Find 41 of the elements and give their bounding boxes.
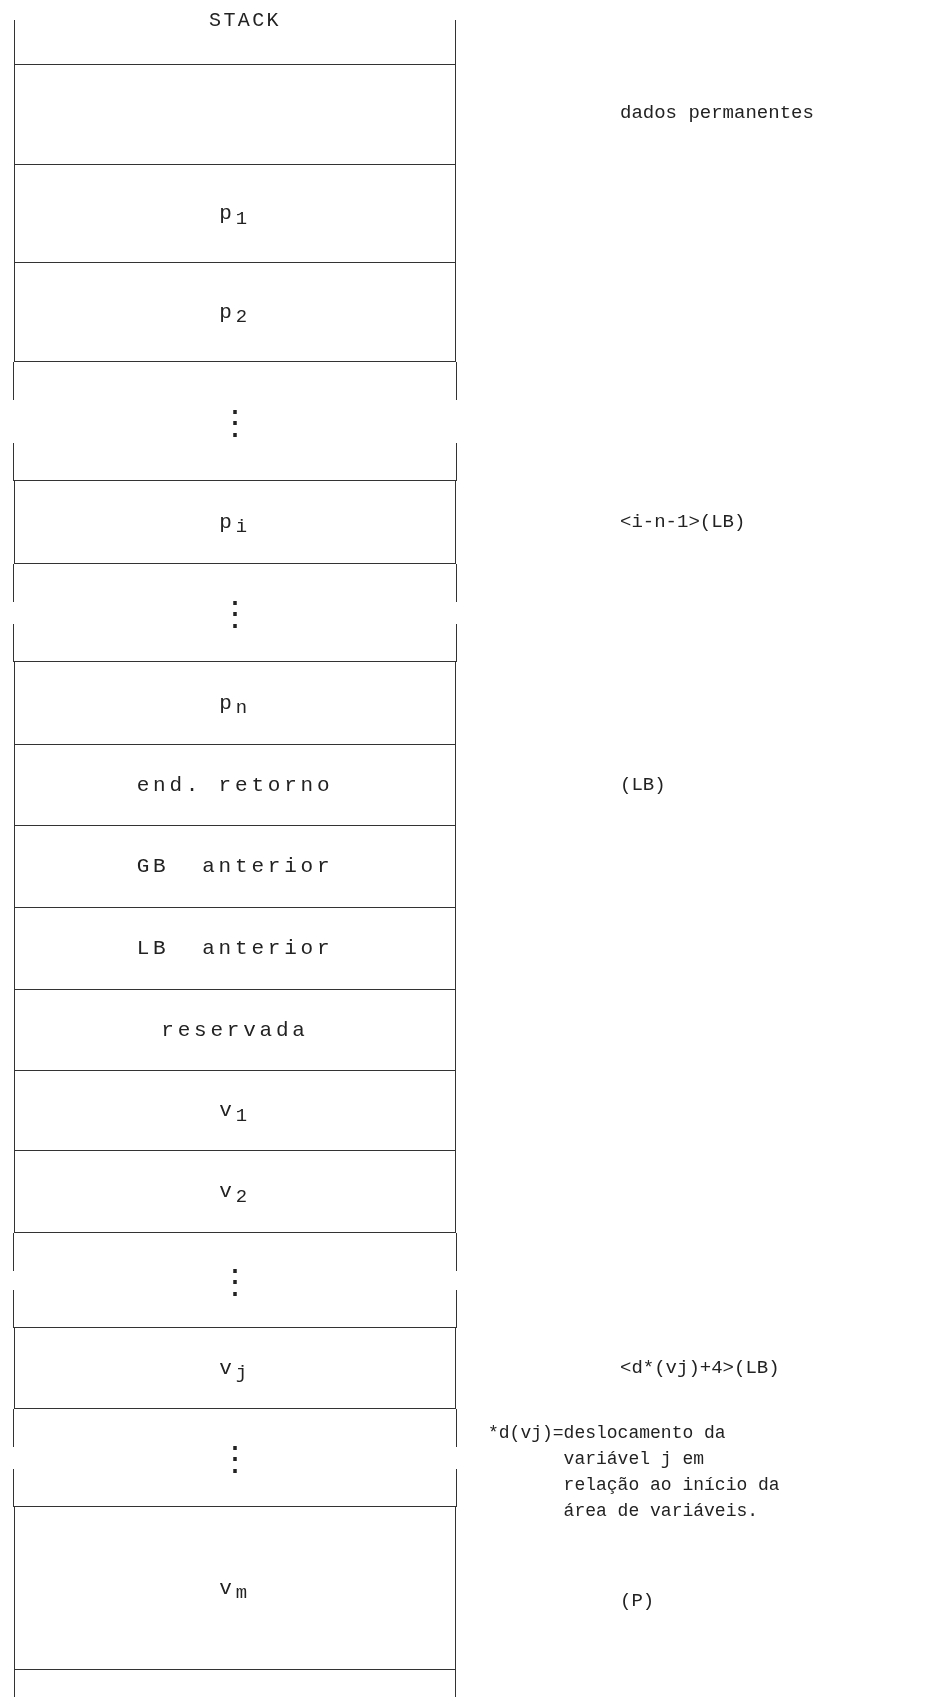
ellipsis-cell: [14, 563, 456, 662]
ellipsis-cell: [14, 361, 456, 481]
annotation-text: (P): [620, 1590, 655, 1614]
cell-label: LB anterior: [136, 936, 334, 963]
cell-label: end. retorno: [136, 772, 334, 799]
vertical-ellipsis: ⋮: [218, 1263, 252, 1298]
cell-label: GB anterior: [136, 854, 334, 881]
stack-cell: [14, 1669, 456, 1697]
vertical-ellipsis: ⋮: [218, 404, 252, 439]
stack-cell: [14, 744, 456, 826]
cell-label: v$_{m}$: [219, 1575, 251, 1605]
stack-cell: [14, 825, 456, 908]
stack-cell: [14, 1506, 456, 1670]
stack-cell: [14, 1327, 456, 1409]
cell-label: p$_{2}$: [219, 299, 251, 329]
stack-title: STACK: [208, 8, 282, 34]
stack-cell: [14, 989, 456, 1071]
footnote: *d(vj)=deslocamento da variável j em relação ao início da área de variáveis.: [488, 1422, 780, 1524]
annotation-text: (LB): [620, 774, 666, 798]
cell-label: v$_{1}$: [219, 1098, 251, 1127]
stack-cell: [14, 262, 456, 362]
annotation-text: <d*(vj)+4>(LB): [620, 1357, 780, 1381]
ellipsis-cell: [14, 1232, 456, 1328]
stack-cell: [14, 1150, 456, 1233]
stack-cell: [14, 907, 456, 990]
ellipsis-cell: [14, 1408, 456, 1507]
cell-label: p$_{1}$: [219, 201, 251, 230]
vertical-ellipsis: ⋮: [218, 596, 252, 630]
cell-label: reservada: [161, 1017, 309, 1044]
cell-label: v$_{2}$: [219, 1179, 251, 1208]
cell-label: v$_{j}$: [219, 1355, 251, 1385]
cell-label: p$_{n}$: [219, 690, 251, 720]
vertical-ellipsis: ⋮: [218, 1441, 252, 1475]
stack-cell: [14, 64, 456, 165]
stack-cell: [14, 480, 456, 564]
cell-label: p$_{i}$: [219, 509, 251, 539]
stack-cell: [14, 1070, 456, 1151]
annotation-text: dados permanentes: [620, 102, 814, 126]
stack-cell: [14, 661, 456, 745]
annotation-text: <i-n-1>(LB): [620, 511, 746, 535]
stack-cell: [14, 164, 456, 263]
